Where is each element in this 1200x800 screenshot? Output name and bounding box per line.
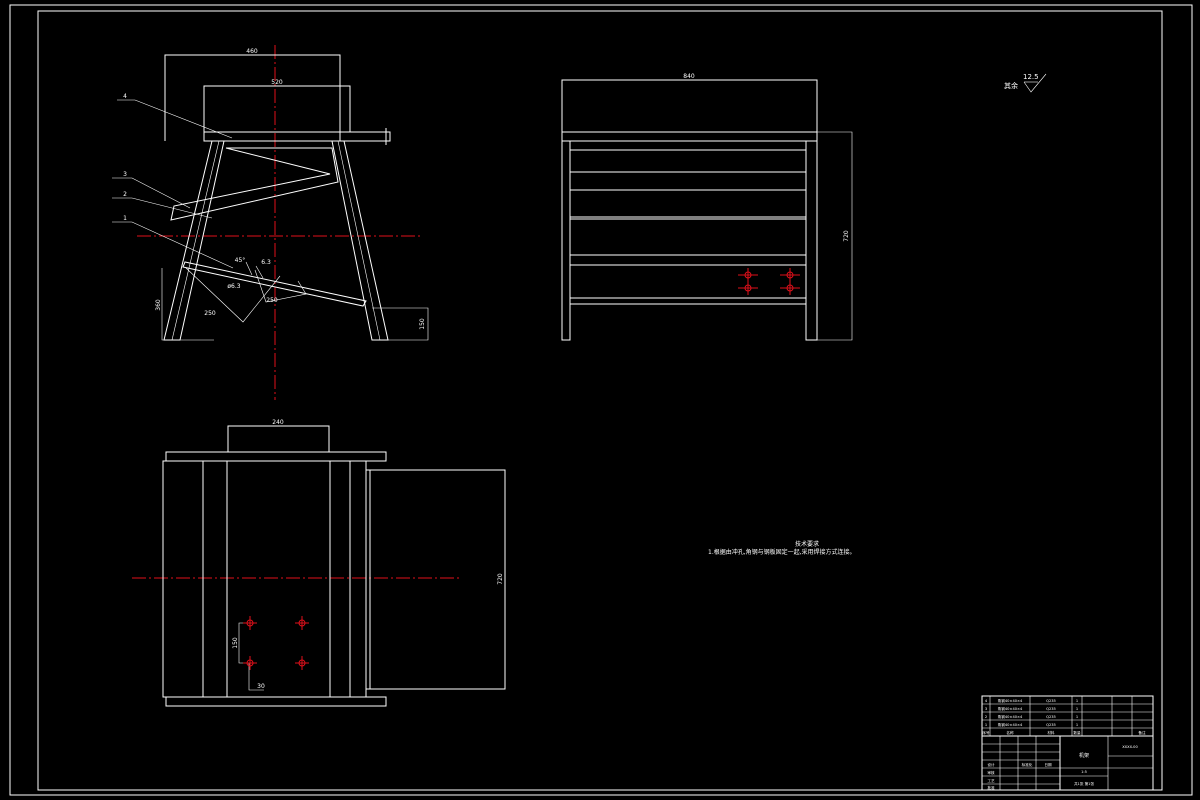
- part-balloon-3: 3: [123, 171, 127, 178]
- dim-text-top-width: 460: [246, 48, 258, 55]
- dim-left-height: [161, 268, 214, 341]
- dim-text-left-height: 360: [155, 299, 162, 311]
- top-plate: [203, 131, 391, 142]
- top-dim-hole-spacing: [238, 622, 249, 664]
- dim-bottom: [185, 267, 281, 323]
- roughness-check-icon: [1023, 73, 1047, 93]
- side-dim-text-width: 840: [683, 73, 695, 80]
- dim-text-inner-width: 520: [271, 79, 283, 86]
- part-row-name: 角钢40×40×4: [998, 722, 1023, 727]
- tech-requirements-item: 1.根据由冲孔,角钢与钢板固定一起,采用焊接方式连接。: [708, 548, 856, 556]
- part-row-material: Q235: [1046, 699, 1056, 703]
- drawing-name: 机架: [1079, 752, 1089, 759]
- part-row-name: 角钢40×40×4: [998, 698, 1023, 703]
- side-top-plate: [561, 131, 818, 142]
- top-view[interactable]: 240 720 150 30: [132, 419, 506, 707]
- tech-requirements-title: 技术要求: [795, 540, 819, 548]
- part-row-no: 3: [985, 707, 987, 711]
- leader-2: [112, 197, 213, 219]
- part-balloon-2: 2: [123, 191, 127, 198]
- drawing-sheet: 共1张 第1张: [1074, 781, 1094, 786]
- side-right-post: [805, 140, 818, 341]
- roughness-value: 12.5: [1023, 73, 1039, 81]
- right-leg-inner: [337, 140, 381, 341]
- side-view[interactable]: 840 720: [561, 73, 853, 341]
- part-row-no: 1: [985, 723, 987, 727]
- outer-border: [9, 4, 1193, 796]
- top-dim-box-240: [227, 425, 330, 452]
- side-left-post: [561, 140, 571, 341]
- top-bolt-holes: [243, 616, 309, 670]
- top-dim-hole-offset: [248, 663, 264, 691]
- front-view[interactable]: 460 520 360 150 250 250 45° 6.3 ø6.3 4 3…: [112, 45, 429, 400]
- header-material: 材料: [1047, 730, 1055, 735]
- dim-text-mid: 250: [266, 297, 278, 304]
- top-outline: [366, 469, 506, 690]
- part-row-qty: 1: [1076, 723, 1078, 727]
- lower-brace: [182, 261, 367, 307]
- top-plate-upper: [165, 451, 387, 462]
- inner-border: [37, 10, 1163, 791]
- roughness-label: 其余: [1004, 81, 1018, 90]
- header-no: 序号: [982, 730, 990, 735]
- header-note: 备注: [1138, 730, 1146, 735]
- top-dim-text-hole-offset: 30: [257, 683, 265, 690]
- drawing-scale: 1:5: [1081, 770, 1087, 774]
- part-row-material: Q235: [1046, 715, 1056, 719]
- drawing-code: XXXX-00: [1122, 745, 1138, 749]
- label-process: 工艺: [987, 778, 995, 783]
- part-row-qty: 1: [1076, 707, 1078, 711]
- label-check: 审核: [987, 770, 995, 775]
- offset-leader: [255, 265, 264, 279]
- dim-box-520: [203, 85, 351, 132]
- label-date: 日期: [1044, 762, 1052, 767]
- leader-3: [112, 177, 191, 209]
- leader-1: [112, 221, 234, 269]
- dim-text-small: ø6.3: [227, 283, 240, 290]
- dim-text-offset: 6.3: [261, 259, 271, 266]
- header-qty: 数量: [1073, 730, 1081, 735]
- side-bolt-holes: [738, 268, 800, 295]
- top-dim-text-height: 720: [497, 573, 504, 585]
- part-row-name: 角钢40×40×4: [998, 714, 1023, 719]
- part-row-no: 4: [985, 699, 988, 703]
- label-approve: 批准: [987, 785, 995, 790]
- dim-text-bottom: 250: [204, 310, 216, 317]
- top-dim-text-width: 240: [272, 419, 284, 426]
- label-design: 设计: [987, 762, 995, 767]
- side-dim-text-height: 720: [843, 230, 850, 242]
- leader-4: [117, 99, 233, 139]
- title-block[interactable]: 4 角钢40×40×4 Q235 1 3 角钢40×40×4 Q235 1 2 …: [981, 695, 1154, 791]
- part-row-material: Q235: [1046, 707, 1056, 711]
- angle-leader: [245, 261, 253, 276]
- part-balloon-4: 4: [123, 93, 127, 100]
- dim-text-right-height: 150: [419, 318, 426, 330]
- dim-mid: [254, 269, 307, 303]
- top-left-block: [162, 460, 204, 698]
- surface-roughness-symbol: 其余 12.5: [1004, 73, 1047, 93]
- part-row-qty: 1: [1076, 699, 1078, 703]
- part-row-material: Q235: [1046, 723, 1056, 727]
- title-block-frame: [981, 695, 1154, 791]
- upper-brace: [170, 147, 339, 221]
- label-standard: 标准化: [1022, 762, 1033, 767]
- dim-right-height: [372, 307, 429, 341]
- part-row-no: 2: [985, 715, 987, 719]
- top-plate-lower: [165, 696, 387, 707]
- part-row-name: 角钢40×40×4: [998, 706, 1023, 711]
- left-leg-inner: [171, 140, 220, 341]
- header-name: 名称: [1006, 730, 1014, 735]
- part-row-qty: 1: [1076, 715, 1078, 719]
- right-leg: [331, 140, 389, 341]
- side-dim-box: [561, 79, 818, 132]
- part-balloon-1: 1: [123, 215, 127, 222]
- dim-text-angle: 45°: [235, 257, 246, 264]
- side-dim-height: [817, 131, 853, 341]
- dim-box-460: [164, 54, 341, 141]
- top-dim-text-hole-spacing: 150: [232, 637, 239, 649]
